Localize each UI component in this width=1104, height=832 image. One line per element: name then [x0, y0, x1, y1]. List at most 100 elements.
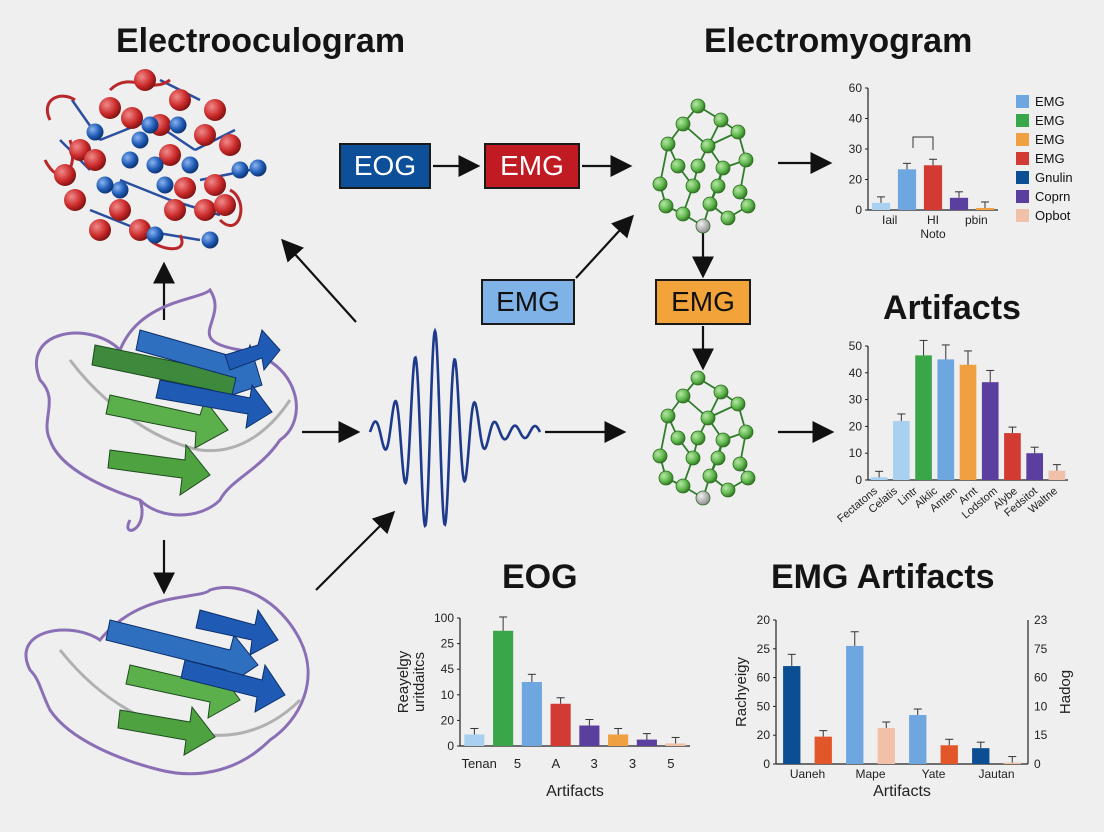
chart-y-tick-label: 20 — [849, 419, 863, 433]
molecule-atom — [99, 97, 121, 119]
molecule-atom — [121, 151, 139, 169]
network-node — [702, 468, 718, 484]
chart-category-label: Jautan — [978, 767, 1014, 781]
molecule-atom — [214, 194, 236, 216]
chart-bar — [959, 364, 977, 480]
chart-bar — [665, 743, 686, 746]
molecule-atom — [194, 124, 216, 146]
molecule-atom — [141, 116, 159, 134]
protein-strand — [155, 379, 273, 429]
chart-y-tick-label: 20 — [441, 713, 455, 727]
legend-item: Coprn — [1016, 187, 1102, 206]
chart-x-axis-label: Artifacts — [873, 783, 931, 800]
network-node — [670, 158, 686, 174]
network-node — [675, 478, 691, 494]
legend-label: EMG — [1035, 113, 1065, 128]
network-node — [738, 424, 754, 440]
molecule-atom — [204, 174, 226, 196]
chart-bar — [940, 745, 958, 764]
chart-y-tick-label-right: 0 — [1034, 757, 1041, 771]
protein-ribbon-middle — [35, 287, 298, 532]
molecule-atom — [219, 134, 241, 156]
molecule-atom — [64, 189, 86, 211]
chart-bar — [937, 359, 955, 480]
chart-bar — [1004, 433, 1021, 480]
title-emg-artifacts: EMG Artifacts — [771, 558, 995, 596]
chart-y-tick-label: 10 — [441, 688, 455, 702]
chart-y-tick-label: 25 — [441, 637, 455, 651]
arrow-wave-to-top-protein — [281, 238, 357, 323]
network-node — [652, 448, 668, 464]
chart-bar — [1003, 762, 1021, 764]
molecule-atom — [54, 164, 76, 186]
chart-bar — [1026, 453, 1043, 480]
chart-y-tick-label: 50 — [849, 339, 863, 353]
molecule-atom — [201, 231, 219, 249]
chart-bar — [949, 197, 969, 210]
arrow-emg-light-to-network — [575, 214, 634, 279]
chart-significance-bracket — [912, 136, 934, 150]
chart-x-axis-label: Artifacts — [546, 783, 604, 800]
chart-bar — [923, 165, 943, 210]
network-node — [675, 116, 691, 132]
network-node — [740, 198, 756, 214]
chart-y-tick-label: 45 — [441, 662, 455, 676]
molecule-atom — [169, 89, 191, 111]
chart-category-label: 3 — [591, 756, 598, 771]
chart-category-label: Iail — [882, 213, 897, 227]
molecule-atom — [204, 99, 226, 121]
molecule-atom — [109, 199, 131, 221]
chart-category-label: pbin — [965, 213, 988, 227]
chart-bar — [871, 202, 891, 210]
molecule-atom — [84, 149, 106, 171]
legend-label: Opbot — [1035, 208, 1071, 223]
chart-y-axis-label: Rachyeigy — [733, 656, 750, 727]
molecule-atom — [156, 176, 174, 194]
network-node — [732, 184, 748, 200]
chart-y-tick-label: 50 — [757, 699, 771, 713]
network-node — [690, 370, 706, 386]
chart-legend: EMG EMG EMG EMG Gnulin Coprn Opbot — [1016, 92, 1102, 225]
title-eog: EOG — [502, 558, 578, 596]
chart-bar — [870, 477, 888, 480]
molecule-atom — [134, 69, 156, 91]
chart-y-axis-label: uritdaitcs — [411, 652, 428, 712]
chart-y-tick-label-right: 23 — [1034, 613, 1048, 627]
molecule-atom — [159, 144, 181, 166]
molecule-top-left — [43, 69, 267, 251]
molecule-atom — [86, 123, 104, 141]
chart-bar — [893, 421, 910, 480]
legend-swatch — [1016, 209, 1029, 222]
chart-bar — [846, 645, 864, 764]
protein-ribbon-bottom — [24, 585, 310, 776]
legend-item: EMG — [1016, 149, 1102, 168]
chart-category-label: A — [551, 756, 560, 771]
chart-y-tick-label: 0 — [763, 757, 770, 771]
network-node — [690, 98, 706, 114]
network-node — [713, 112, 729, 128]
network-node — [713, 384, 729, 400]
emg-box-light: EMG — [481, 279, 575, 325]
network-node — [715, 432, 731, 448]
legend-swatch — [1016, 152, 1029, 165]
chart-bar — [975, 207, 995, 210]
network-node — [732, 456, 748, 472]
chart-y-tick-label: 0 — [447, 739, 454, 753]
legend-swatch — [1016, 114, 1029, 127]
chart-y-tick-label: 0 — [855, 473, 862, 487]
chart-category-label: 3 — [629, 756, 636, 771]
chart-y-tick-label: 40 — [849, 112, 863, 126]
network-bottom — [652, 370, 756, 506]
protein-strand — [195, 608, 279, 656]
network-node — [720, 210, 736, 226]
network-top — [652, 98, 756, 234]
chart-bar — [550, 703, 571, 746]
molecule-atom — [169, 116, 187, 134]
chart-category-label: Uaneh — [790, 767, 825, 781]
chart-bar — [493, 630, 514, 746]
chart-bar — [972, 748, 990, 764]
legend-swatch — [1016, 133, 1029, 146]
emg-box-orange: EMG — [655, 279, 751, 325]
molecule-atom — [249, 159, 267, 177]
